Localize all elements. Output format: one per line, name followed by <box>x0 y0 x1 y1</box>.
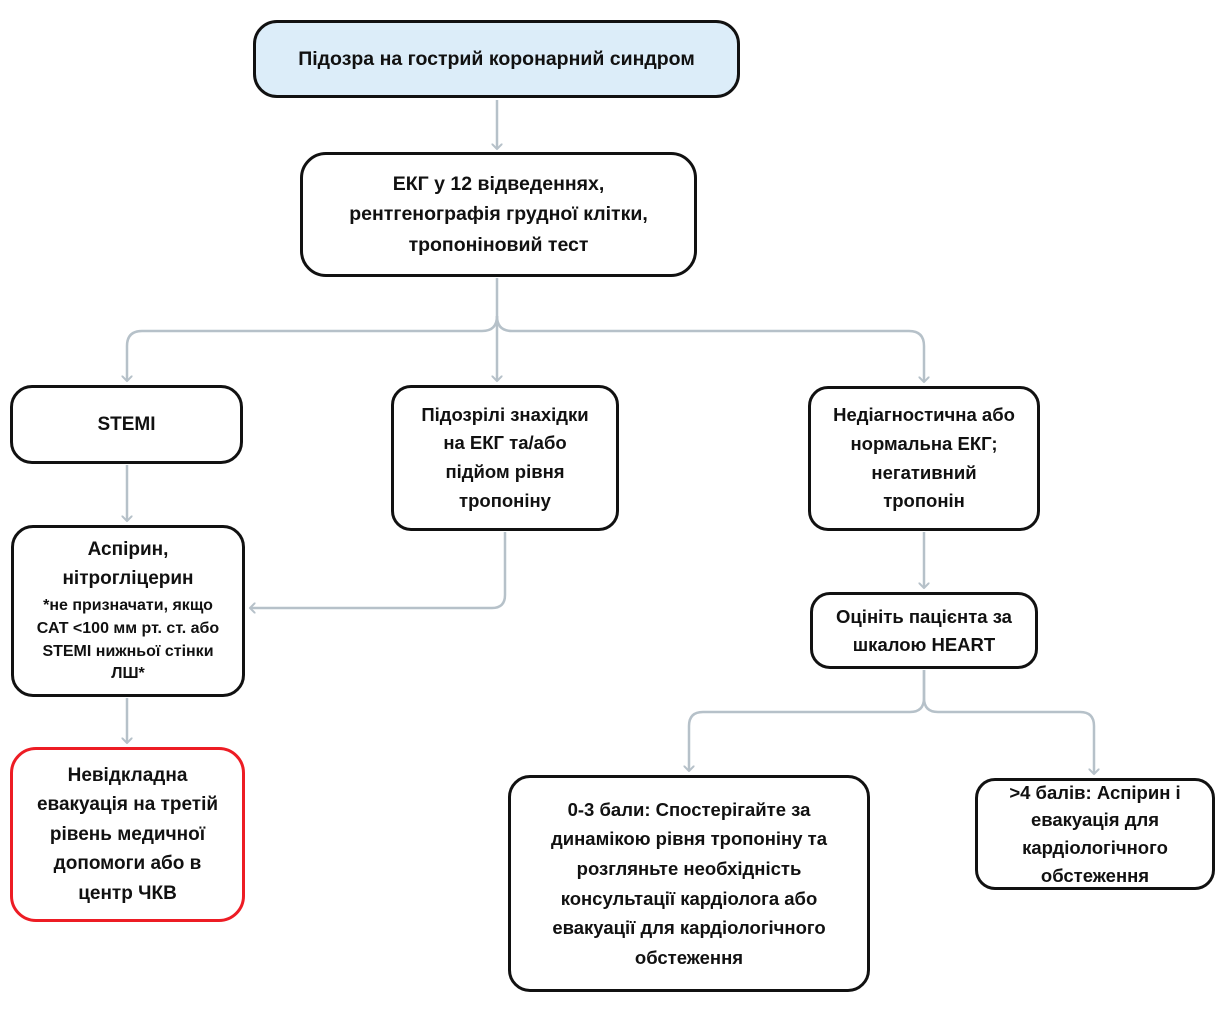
edge-workup-to-nondiagnostic <box>495 315 924 382</box>
node-aspirin-nitroglycerin: Аспірин, нітрогліцерин *не призначати, я… <box>11 525 245 697</box>
edge-heart-to-score4plus <box>922 670 1094 774</box>
node-stemi-label: STEMI <box>97 413 156 435</box>
node-workup: ЕКГ у 12 відведеннях, рентгенографія гру… <box>300 152 697 277</box>
node-nondiagnostic-ecg-label: Недіагностична або нормальна ЕКГ; негати… <box>833 404 1015 512</box>
node-score-0-3: 0-3 бали: Спостерігайте за динамікою рів… <box>508 775 870 992</box>
node-stemi: STEMI <box>10 385 243 464</box>
node-heart-score: Оцініть пацієнта за шкалою HEART <box>810 592 1038 669</box>
node-score-4-plus-label: >4 балів: Аспірин і евакуація для кардіо… <box>1009 781 1181 886</box>
node-aspirin-title: Аспірин, нітрогліцерин <box>62 539 194 589</box>
node-suspicious-findings: Підозрілі знахідки на ЕКГ та/або підйом … <box>391 385 619 531</box>
node-nondiagnostic-ecg: Недіагностична або нормальна ЕКГ; негати… <box>808 386 1040 531</box>
node-score-4-plus: >4 балів: Аспірин і евакуація для кардіо… <box>975 778 1215 890</box>
node-heart-score-label: Оцініть пацієнта за шкалою HEART <box>836 605 1012 655</box>
node-suspicion-label: Підозра на гострий коронарний синдром <box>298 47 695 70</box>
edge-suspicious-to-aspirin <box>250 532 507 608</box>
node-workup-label: ЕКГ у 12 відведеннях, рентгенографія гру… <box>349 173 648 256</box>
node-urgent-evacuation-label: Невідкладна евакуація на третій рівень м… <box>36 764 219 904</box>
edge-workup-to-stemi <box>127 315 499 381</box>
node-aspirin-note: *не призначати, якщо САТ <100 мм рт. ст.… <box>36 597 220 683</box>
node-suspicion: Підозра на гострий коронарний синдром <box>253 20 740 98</box>
edge-heart-to-score03 <box>689 670 926 771</box>
node-score-0-3-label: 0-3 бали: Спостерігайте за динамікою рів… <box>551 798 827 968</box>
node-urgent-evacuation: Невідкладна евакуація на третій рівень м… <box>10 747 245 922</box>
node-suspicious-findings-label: Підозрілі знахідки на ЕКГ та/або підйом … <box>421 403 589 511</box>
